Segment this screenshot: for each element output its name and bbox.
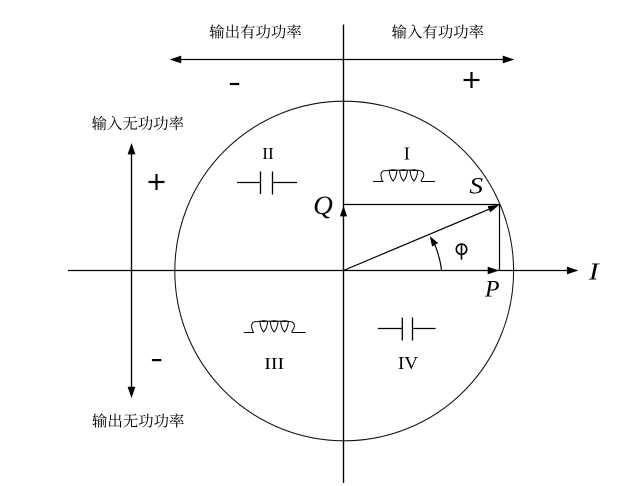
svg-text:II: II [262,144,274,163]
svg-text:IV: IV [398,353,419,374]
svg-text:S: S [469,173,483,199]
svg-text:III: III [264,354,284,373]
svg-text:P: P [484,277,499,303]
svg-text:I: I [404,144,410,165]
svg-text:I: I [588,258,600,285]
svg-text:Q: Q [313,190,333,220]
